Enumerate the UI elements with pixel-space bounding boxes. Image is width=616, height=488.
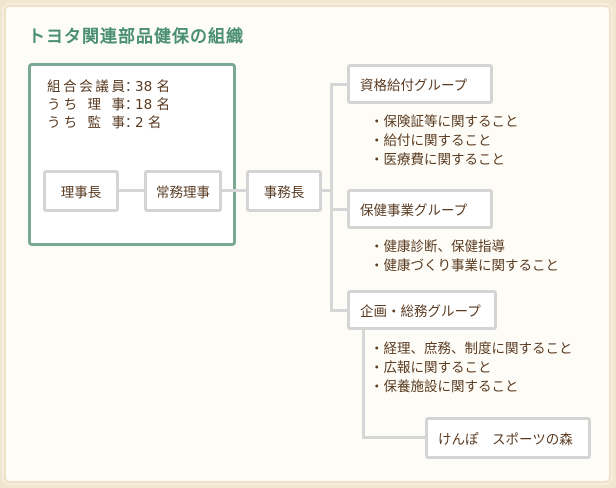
duty-item: ・健康づくり事業に関すること bbox=[370, 258, 559, 274]
secretary-general-box: 事務長 bbox=[246, 170, 322, 212]
diagram-title: トヨタ関連部品健保の組織 bbox=[28, 27, 244, 47]
connector-branch-health bbox=[330, 208, 348, 211]
council-row-value: 38 名 bbox=[135, 79, 170, 95]
council-row-separator: ： bbox=[125, 115, 139, 131]
council-row-separator: ： bbox=[125, 79, 139, 95]
council-row-separator: ： bbox=[125, 97, 139, 113]
connector-sports-forest bbox=[362, 436, 426, 439]
duty-item: ・健康診断、保健指導 bbox=[370, 239, 505, 255]
council-row: 組合会議員 ： 38 名 bbox=[47, 78, 170, 96]
planning-duties: ・経理、庶務、制度に関すること ・広報に関すること ・保養施設に関すること bbox=[370, 340, 573, 397]
connector-branch-benefits bbox=[330, 83, 348, 86]
duty-item: ・広報に関すること bbox=[370, 360, 492, 376]
council-members: 組合会議員 ： 38 名 うち 理 事 ： 18 名 うち 監 事 ： 2 名 bbox=[47, 78, 170, 132]
council-row-label: 組合会議員 bbox=[47, 79, 125, 95]
connector-planning-down bbox=[362, 326, 365, 439]
council-row: うち 理 事 ： 18 名 bbox=[47, 96, 170, 114]
council-row: うち 監 事 ： 2 名 bbox=[47, 114, 170, 132]
connector-secretary-branch bbox=[320, 189, 332, 192]
managing-director-box: 常務理事 bbox=[144, 170, 222, 212]
chairman-box: 理事長 bbox=[43, 170, 119, 212]
duty-item: ・経理、庶務、制度に関すること bbox=[370, 341, 573, 357]
council-row-label: うち 理 事 bbox=[47, 97, 125, 113]
council-row-label: うち 監 事 bbox=[47, 115, 125, 131]
planning-group-box: 企画・総務グループ bbox=[347, 290, 497, 330]
duty-item: ・医療費に関すること bbox=[370, 152, 505, 168]
health-group-box: 保健事業グループ bbox=[347, 189, 493, 229]
council-row-value: 18 名 bbox=[135, 97, 170, 113]
connector-chairman-managing bbox=[117, 189, 146, 192]
benefits-group-box: 資格給付グループ bbox=[347, 64, 493, 104]
duty-item: ・給付に関すること bbox=[370, 133, 492, 149]
benefits-duties: ・保険証等に関すること ・給付に関すること ・医療費に関すること bbox=[370, 113, 519, 170]
duty-item: ・保険証等に関すること bbox=[370, 114, 519, 130]
council-row-value: 2 名 bbox=[135, 115, 162, 131]
sports-forest-box: けんぽ スポーツの森 bbox=[425, 417, 591, 459]
connector-managing-secretary bbox=[220, 189, 248, 192]
board-panel: 組合会議員 ： 38 名 うち 理 事 ： 18 名 うち 監 事 ： 2 名 bbox=[28, 63, 236, 246]
health-duties: ・健康診断、保健指導 ・健康づくり事業に関すること bbox=[370, 238, 559, 276]
duty-item: ・保養施設に関すること bbox=[370, 379, 519, 395]
connector-vertical-trunk bbox=[330, 83, 333, 312]
connector-branch-planning bbox=[330, 309, 348, 312]
